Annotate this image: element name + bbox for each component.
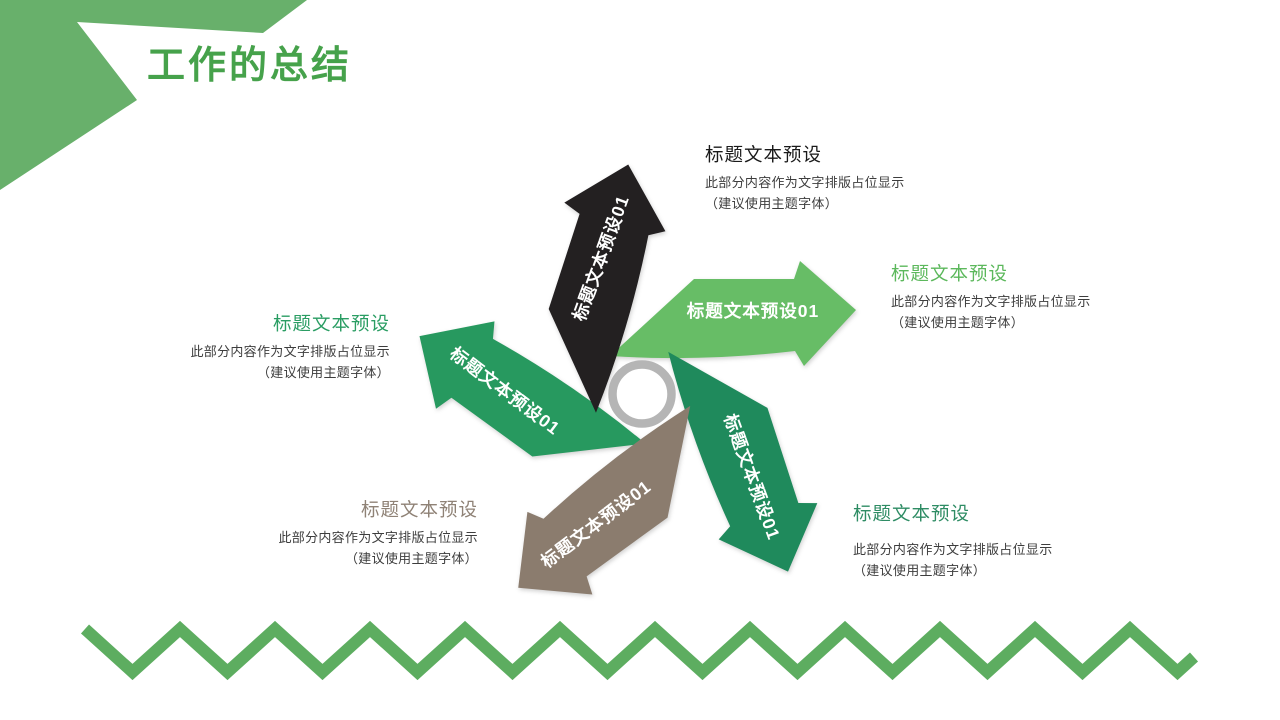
- corner-banner-shape: [0, 0, 307, 190]
- block-title: 标题文本预设: [272, 313, 390, 334]
- text-block-right: 标题文本预设 此部分内容作为文字排版占位显示 （建议使用主题字体）: [891, 263, 1121, 333]
- block-body-line: 此部分内容作为文字排版占位显示: [278, 530, 478, 546]
- block-body: 此部分内容作为文字排版占位显示 （建议使用主题字体）: [160, 341, 390, 383]
- block-title: 标题文本预设: [853, 503, 971, 524]
- block-body-line: （建议使用主题字体）: [853, 563, 987, 579]
- zigzag-divider: [80, 620, 1199, 681]
- block-title: 标题文本预设: [705, 144, 823, 165]
- block-title: 标题文本预设: [891, 263, 1009, 284]
- block-body-line: 此部分内容作为文字排版占位显示: [705, 175, 905, 191]
- block-body: 此部分内容作为文字排版占位显示 （建议使用主题字体）: [248, 527, 478, 569]
- text-block-bottom-right: 标题文本预设 此部分内容作为文字排版占位显示 （建议使用主题字体）: [853, 503, 1083, 581]
- text-block-bottom-left: 标题文本预设 此部分内容作为文字排版占位显示 （建议使用主题字体）: [248, 499, 478, 569]
- block-body-line: 此部分内容作为文字排版占位显示: [853, 542, 1053, 558]
- block-body-line: 此部分内容作为文字排版占位显示: [891, 294, 1091, 310]
- block-body: 此部分内容作为文字排版占位显示 （建议使用主题字体）: [705, 172, 935, 214]
- hub-ring: [608, 360, 676, 428]
- block-body-line: 此部分内容作为文字排版占位显示: [190, 344, 390, 360]
- block-title: 标题文本预设: [360, 499, 478, 520]
- block-body: 此部分内容作为文字排版占位显示 （建议使用主题字体）: [891, 291, 1121, 333]
- block-body-line: （建议使用主题字体）: [891, 315, 1025, 331]
- block-body-line: （建议使用主题字体）: [705, 196, 839, 212]
- block-body: 此部分内容作为文字排版占位显示 （建议使用主题字体）: [853, 539, 1083, 581]
- text-block-top: 标题文本预设 此部分内容作为文字排版占位显示 （建议使用主题字体）: [705, 144, 935, 214]
- text-block-left: 标题文本预设 此部分内容作为文字排版占位显示 （建议使用主题字体）: [160, 313, 390, 383]
- block-body-line: （建议使用主题字体）: [256, 365, 390, 381]
- arrow-label-right: 标题文本预设01: [686, 301, 819, 321]
- block-body-line: （建议使用主题字体）: [344, 551, 478, 567]
- slide-title: 工作的总结: [147, 45, 353, 87]
